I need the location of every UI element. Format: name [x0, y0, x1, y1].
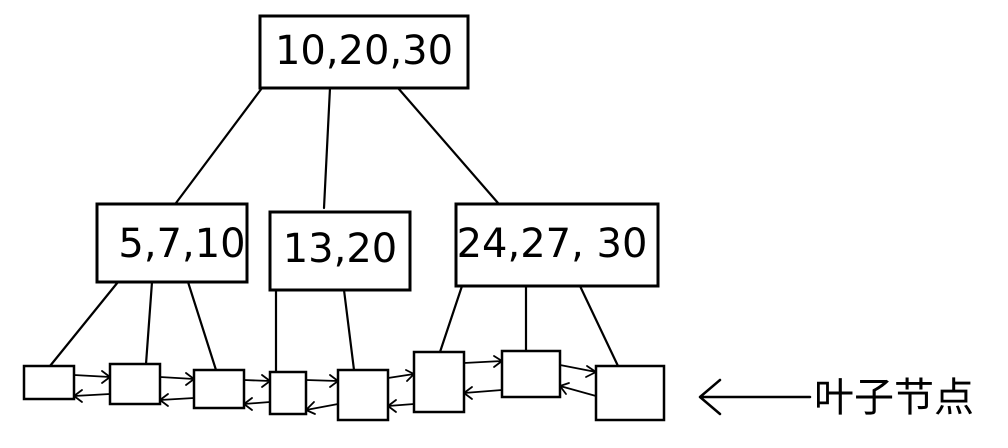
edge-node1-leaf3: [186, 280, 218, 372]
leaf-nodes-label: 叶子节点: [814, 375, 974, 421]
link-forward-arrow: [387, 369, 415, 382]
internal-node-2-box: [268, 210, 412, 292]
leaf-link-5-6: [387, 369, 415, 413]
link-backward-arrow: [73, 389, 111, 403]
edge-node2-leaf5: [342, 288, 356, 372]
edge-node3-leaf6: [438, 284, 464, 354]
leaf-node-3: [192, 368, 246, 410]
link-backward-arrow: [305, 401, 339, 415]
root-edge-left: [174, 86, 264, 205]
root-node: 10,20,30: [258, 14, 470, 90]
leaf-link-2-3: [159, 372, 195, 407]
leaf-links: [73, 355, 597, 415]
leaf-node-4: [268, 370, 308, 416]
link-backward-arrow: [559, 382, 597, 397]
edge-node1-leaf1: [48, 280, 120, 368]
pointer-arrow-icon: [698, 378, 812, 416]
link-backward-arrow: [463, 386, 503, 400]
leaf-node-7: [500, 349, 562, 399]
root-edges: [174, 86, 500, 210]
leaf-node-2: [108, 362, 162, 406]
leaf-row: [22, 349, 666, 422]
internal-node-3-keys: 24,27, 30: [457, 221, 648, 267]
link-backward-arrow: [387, 399, 415, 413]
root-edge-middle: [322, 86, 332, 210]
internal-node-3: 24,27, 30: [454, 202, 660, 288]
link-forward-arrow: [159, 372, 195, 386]
link-forward-arrow: [559, 364, 597, 378]
leaf-node-1: [22, 364, 76, 401]
edge-node3-leaf8: [578, 284, 620, 368]
link-forward-arrow: [243, 374, 271, 388]
internal-node-3-box: [454, 202, 660, 288]
link-backward-arrow: [159, 393, 195, 407]
leaf-link-7-8: [559, 364, 597, 397]
root-node-box: [258, 14, 470, 90]
internal-node-2-keys: 13,20: [283, 226, 398, 272]
leaf-link-6-7: [463, 355, 503, 400]
internal-node-1: 5,7,10: [95, 202, 249, 284]
link-forward-arrow: [463, 355, 503, 368]
link-forward-arrow: [305, 374, 339, 388]
leaf-label-pointer: 叶子节点: [698, 375, 974, 421]
edge-node1-leaf2: [144, 280, 154, 366]
internal-node-2: 13,20: [268, 210, 412, 292]
leaf-link-4-5: [305, 374, 339, 415]
leaf-node-8: [594, 364, 666, 422]
link-backward-arrow: [243, 397, 271, 411]
root-node-keys: 10,20,30: [275, 28, 453, 74]
root-edge-right: [396, 86, 500, 205]
internal-node-1-box: [95, 202, 249, 284]
leaf-link-3-4: [243, 374, 271, 411]
link-forward-arrow: [73, 370, 111, 384]
internal-edges: [48, 280, 620, 374]
leaf-link-1-2: [73, 370, 111, 403]
leaf-node-5: [336, 368, 390, 422]
internal-node-1-keys: 5,7,10: [118, 221, 245, 267]
leaf-node-6: [412, 350, 466, 414]
